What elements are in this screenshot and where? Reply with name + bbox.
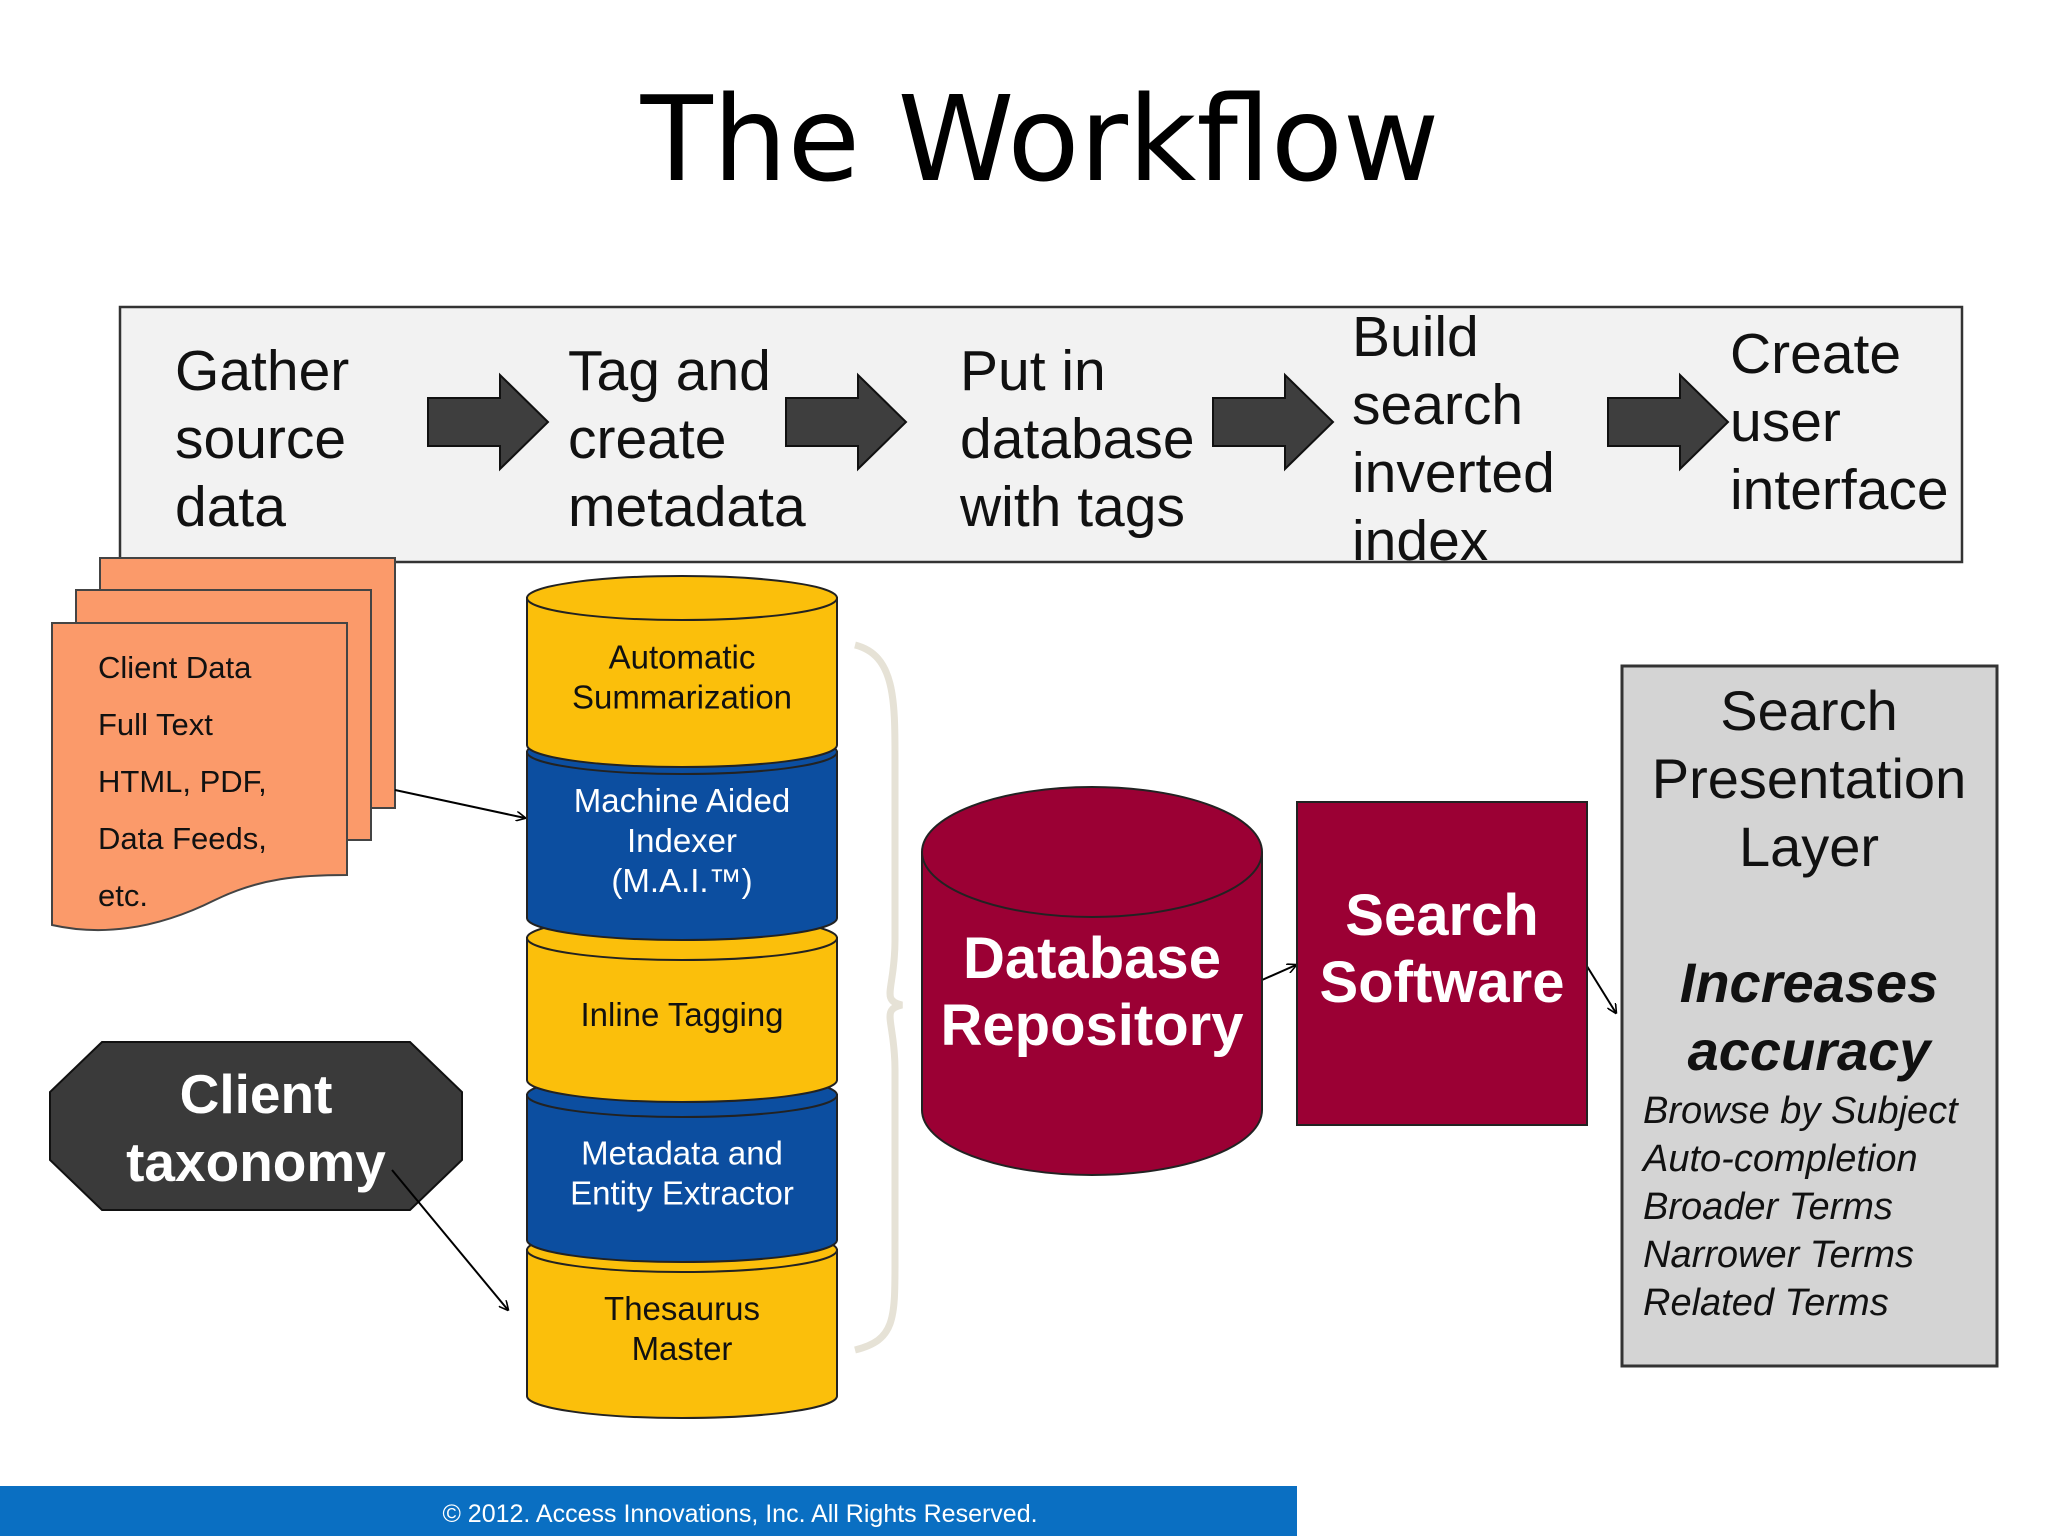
source-documents-line: etc.: [98, 878, 148, 913]
tool-stack-label-line: Entity Extractor: [570, 1175, 794, 1212]
footer-bar: [0, 1486, 1297, 1536]
process-step-line: Tag and: [568, 339, 771, 403]
tool-stack-label-line: Automatic: [609, 639, 756, 676]
tool-stack-label: Inline Tagging: [580, 996, 783, 1033]
search-software-line: Software: [1320, 950, 1565, 1015]
process-step-line: metadata: [568, 475, 806, 539]
search-software-line: Search: [1345, 883, 1538, 948]
process-step-line: user: [1730, 390, 1841, 454]
process-step-line: Create: [1730, 322, 1901, 386]
database-to-search-arrow: [1261, 965, 1296, 981]
copyright-text: © 2012. Access Innovations, Inc. All Rig…: [442, 1500, 1037, 1528]
page-title: The Workflow: [640, 70, 1440, 208]
flow-arrow-icon: [1607, 372, 1730, 472]
tool-stack-label-line: Metadata and: [581, 1135, 783, 1172]
stack-brace: [853, 641, 903, 1354]
process-step-line: index: [1352, 509, 1488, 573]
process-step-line: data: [175, 475, 286, 539]
database-line: Repository: [941, 993, 1244, 1058]
flow-arrow-icon: [1212, 372, 1335, 472]
process-step-line: Gather: [175, 339, 349, 403]
docs-to-indexer-arrow: [394, 789, 525, 818]
tool-stack-label-line: (M.A.I.™): [611, 862, 752, 899]
source-documents-line: HTML, PDF,: [98, 764, 267, 799]
source-documents-line: Full Text: [98, 707, 213, 742]
process-step-line: Put in: [960, 339, 1106, 403]
tool-stack-label-line: Master: [632, 1330, 733, 1367]
presentation-heading-line: Presentation: [1652, 747, 1966, 810]
process-step-line: interface: [1730, 458, 1949, 522]
presentation-heading-line: Layer: [1739, 815, 1879, 878]
taxonomy-to-thesaurus-arrow: [391, 1169, 508, 1310]
presentation-feature-item: Browse by Subject: [1643, 1090, 1959, 1132]
flow-arrow-icon: [785, 372, 908, 472]
source-documents-line: Data Feeds,: [98, 821, 267, 856]
flow-arrow-icon: [427, 372, 550, 472]
tool-stack-label-line: Summarization: [572, 679, 792, 716]
process-step-line: database: [960, 407, 1195, 471]
search-to-presentation-arrow: [1584, 962, 1616, 1013]
process-step-line: Build: [1352, 305, 1479, 369]
process-step-line: source: [175, 407, 346, 471]
tool-stack-segment: Inline Tagging: [526, 915, 838, 1103]
presentation-feature-item: Broader Terms: [1643, 1186, 1893, 1228]
tool-stack-label-line: Thesaurus: [604, 1290, 760, 1327]
process-step-line: search: [1352, 373, 1523, 437]
process-step-line: with tags: [959, 475, 1185, 539]
presentation-emphasis-line: Increases: [1680, 951, 1938, 1014]
presentation-emphasis-line: accuracy: [1688, 1019, 1934, 1082]
client-taxonomy-line: taxonomy: [126, 1131, 386, 1193]
source-documents-line: Client Data: [98, 650, 252, 685]
tool-stack-label-line: Inline Tagging: [580, 996, 783, 1033]
tool-stack-label-line: Machine Aided: [574, 782, 790, 819]
process-step-line: inverted: [1352, 441, 1555, 505]
process-step-line: create: [568, 407, 726, 471]
presentation-feature-item: Auto-completion: [1641, 1138, 1918, 1180]
database-line: Database: [963, 926, 1221, 991]
tool-stack-label-line: Indexer: [627, 822, 737, 859]
presentation-feature-item: Narrower Terms: [1643, 1234, 1914, 1276]
client-taxonomy-line: Client: [180, 1063, 333, 1125]
presentation-heading-line: Search: [1720, 679, 1897, 742]
presentation-feature-item: Related Terms: [1643, 1282, 1889, 1324]
